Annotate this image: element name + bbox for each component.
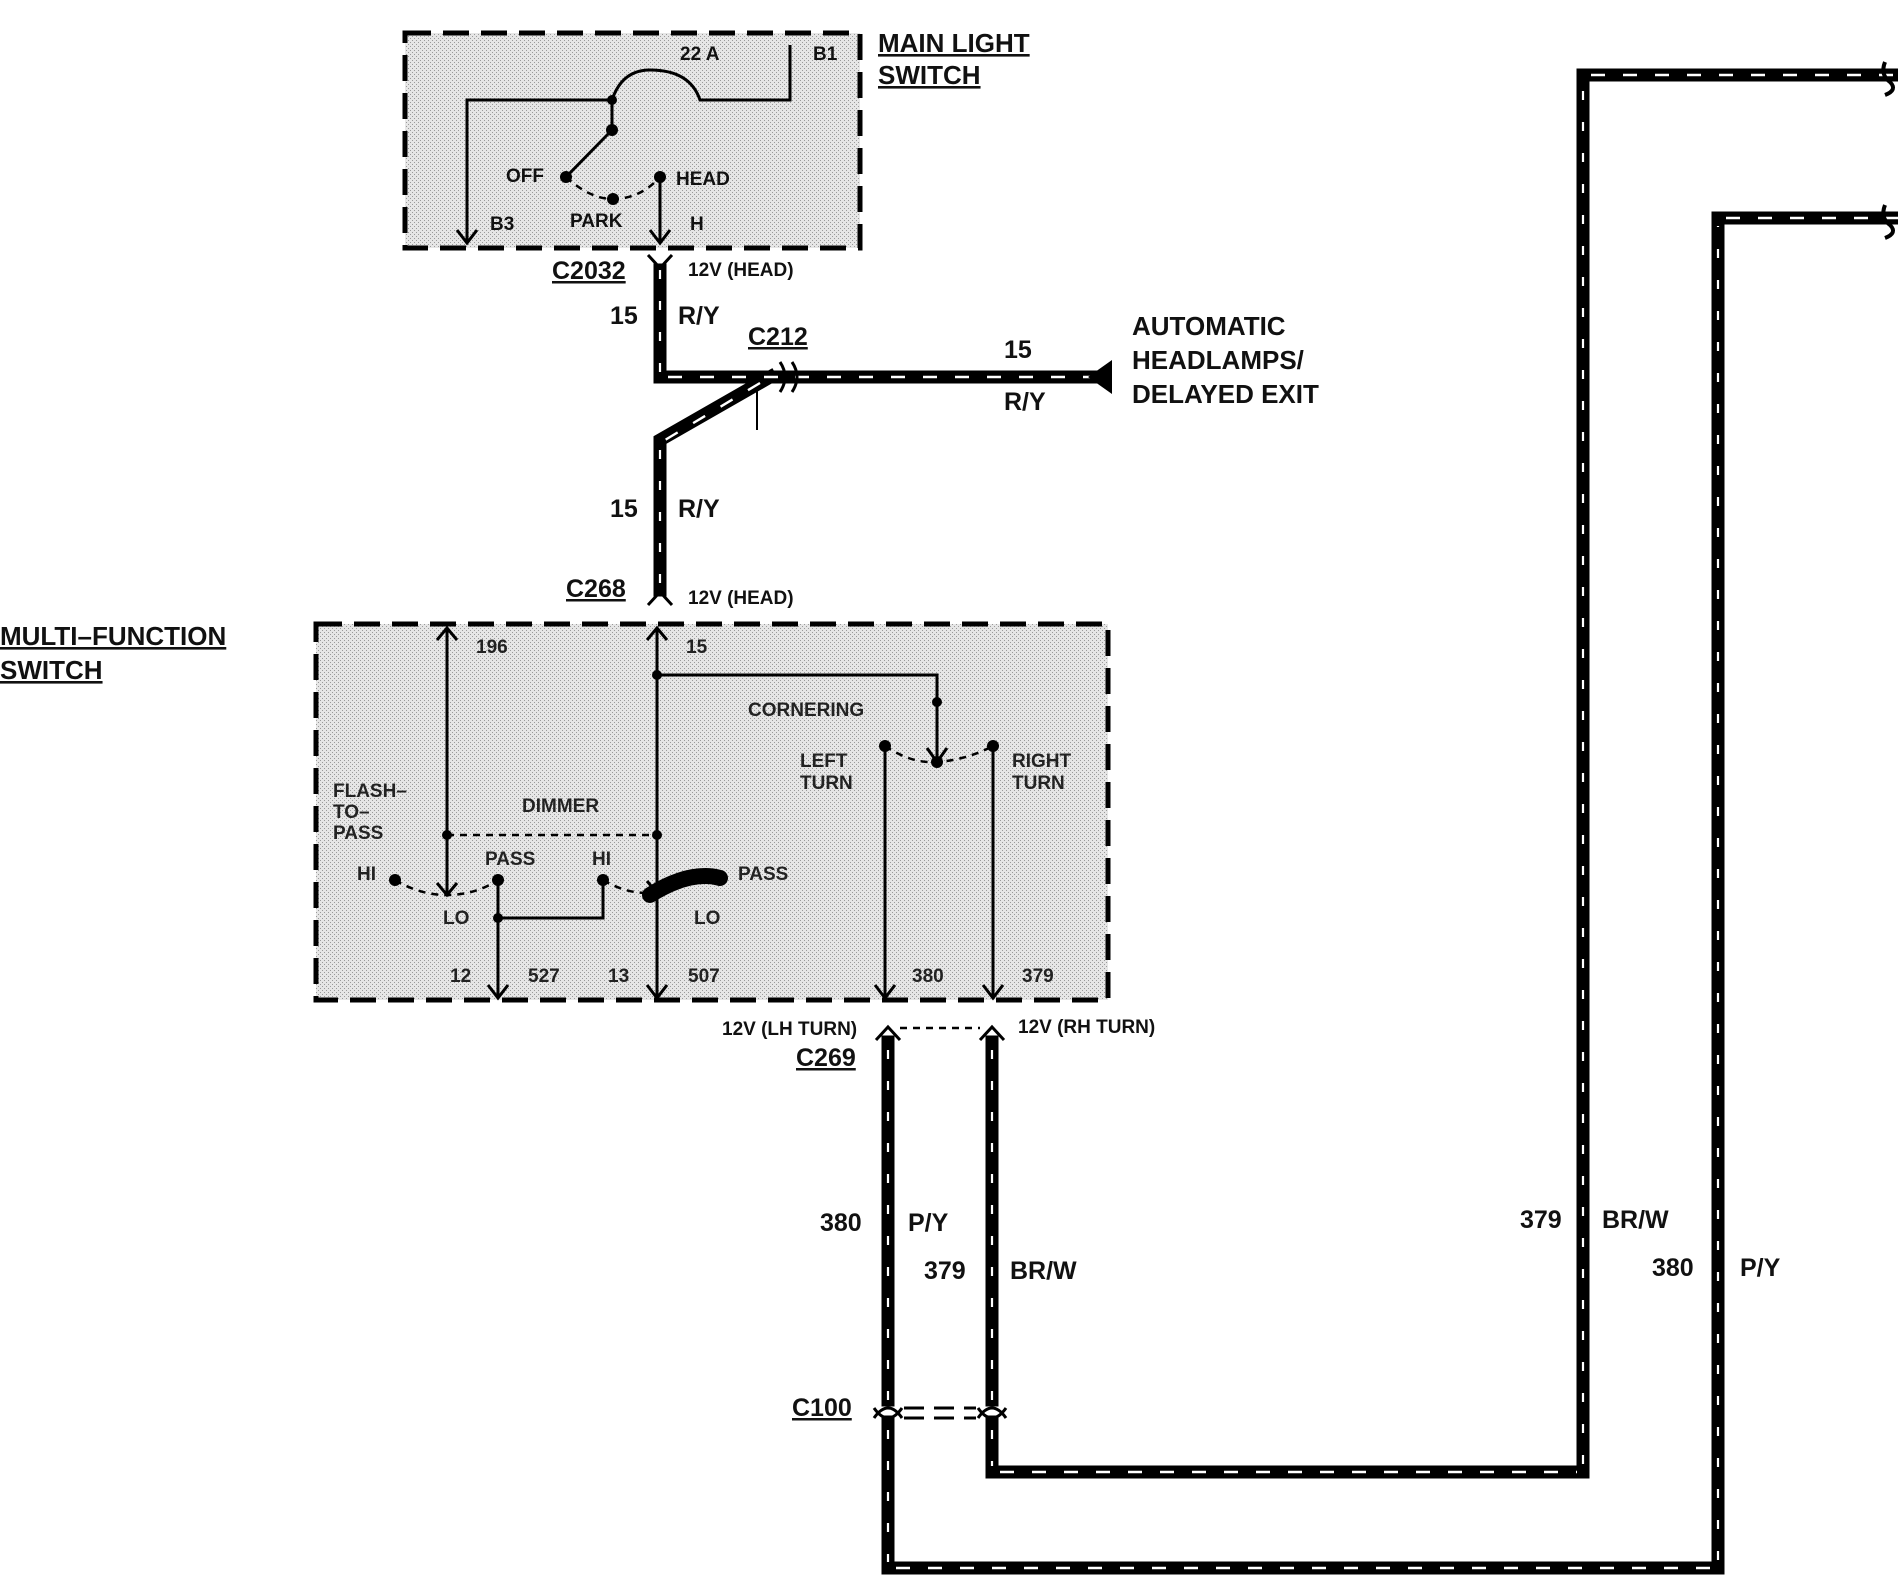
off-label: OFF [506,166,544,187]
wire-380 [881,211,1898,1575]
main-light-switch-box [402,30,863,251]
c268-voltage: 12V (HEAD) [688,588,794,609]
pin-196: 196 [476,637,508,658]
c212-connector-icon [778,361,787,393]
fuse-label: 22 A [680,44,720,65]
wire-379 [985,68,1898,1479]
pin-12: 12 [450,966,471,987]
lo-right-label: LO [694,908,720,929]
hi-mid-label: HI [592,849,611,870]
dimmer-label: DIMMER [522,796,599,817]
c269-right-connector-icon [978,1024,1006,1042]
auto-headlamps-arrow-icon [1088,360,1112,394]
c269-rh-voltage: 12V (RH TURN) [1018,1017,1155,1038]
wire-15 [653,263,1112,597]
w15-color-upper: R/Y [678,302,720,330]
b3-label: B3 [490,214,514,235]
main-light-switch-title: MAIN LIGHT [878,28,1030,58]
flash-to-pass-label-3: PASS [333,823,383,844]
b1-label: B1 [813,44,838,65]
c2032-voltage: 12V (HEAD) [688,260,794,281]
hi-left-label: HI [357,864,376,885]
multi-function-switch: 196 15 CORNERING LEFT TURN RIGHT TURN FL… [313,621,1111,1003]
w380-color-left: P/Y [908,1209,949,1237]
left-turn-label: LEFT [800,751,848,772]
wire-380-end-icon [1881,204,1896,240]
c100-label: C100 [792,1394,852,1422]
c100-connector-icon [872,1406,1008,1420]
c269-label: C269 [796,1044,856,1072]
park-label: PARK [570,211,623,232]
w380-circuit-right: 380 [1652,1254,1694,1282]
w379-color-left: BR/W [1010,1257,1077,1285]
multi-function-switch-title: MULTI–FUNCTION [0,621,226,651]
c268-label: C268 [566,575,626,603]
left-turn-label-2: TURN [800,773,853,794]
multi-function-switch-box [313,621,1111,1003]
w380-circuit-left: 380 [820,1209,862,1237]
wire-379-end-icon [1881,61,1896,97]
multi-function-switch-title-2: SWITCH [0,655,103,685]
pin-507: 507 [688,966,720,987]
c2032-label: C2032 [552,257,626,285]
w15-color-lower: R/Y [678,495,720,523]
pin-380: 380 [912,966,944,987]
lo-left-label: LO [443,908,469,929]
head-label: HEAD [676,169,730,190]
flash-to-pass-label-2: TO– [333,802,370,823]
w379-color-right: BR/W [1602,1206,1669,1234]
pass-right-label: PASS [738,864,788,885]
w15-circuit-upper: 15 [610,302,638,330]
auto-headlamps-line2: HEADLAMPS/ [1132,345,1304,375]
c268-connector-icon [646,589,674,607]
main-light-switch: 22 A B1 B3 OFF PARK HEAD H [402,30,863,251]
w379-circuit-right: 379 [1520,1206,1562,1234]
auto-headlamps-line3: DELAYED EXIT [1132,379,1319,409]
pin-15: 15 [686,637,708,658]
cornering-label: CORNERING [748,700,864,721]
c212-label: C212 [748,323,808,351]
pin-13: 13 [608,966,629,987]
auto-headlamps-line1: AUTOMATIC [1132,311,1286,341]
right-turn-label-2: TURN [1012,773,1065,794]
main-switch-blade [564,128,614,179]
right-turn-label: RIGHT [1012,751,1072,772]
pin-527: 527 [528,966,560,987]
h-label: H [690,214,704,235]
c2032-connector-icon [646,253,674,271]
pass-left-label: PASS [485,849,535,870]
w15-circuit-right: 15 [1004,336,1032,364]
w380-color-right: P/Y [1740,1254,1781,1282]
pin-379: 379 [1022,966,1054,987]
main-light-switch-title-2: SWITCH [878,60,981,90]
w15-color-right: R/Y [1004,388,1046,416]
c269-left-connector-icon [874,1024,902,1042]
w15-circuit-lower: 15 [610,495,638,523]
w379-circuit-left: 379 [924,1257,966,1285]
flash-to-pass-label: FLASH– [333,781,407,802]
c269-lh-voltage: 12V (LH TURN) [722,1019,857,1040]
pass-switch-blade [642,868,728,903]
